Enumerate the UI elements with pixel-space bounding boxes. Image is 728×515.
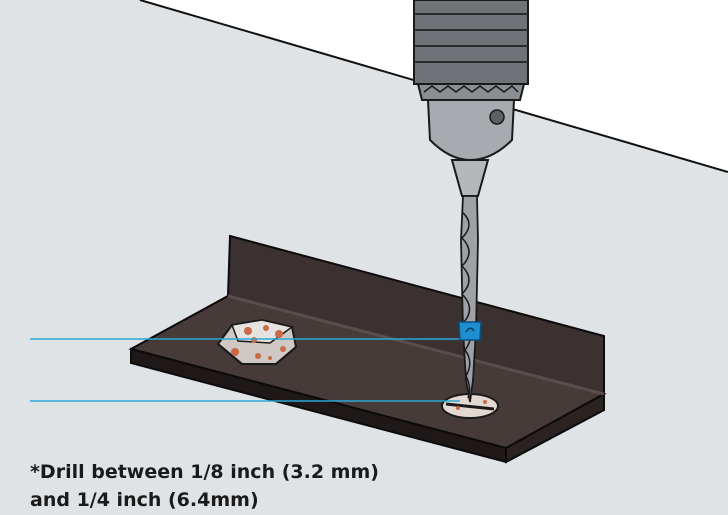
drill-bit-icon (458, 195, 482, 403)
caption-line-2: and 1/4 inch (6.4mm) (30, 489, 259, 511)
drill-size-caption: *Drill between 1/8 inch (3.2 mm) and 1/4… (30, 458, 590, 514)
rusted-hex-bolt-icon (216, 318, 298, 365)
power-drill-icon (413, 0, 529, 197)
caption-line-1: *Drill between 1/8 inch (3.2 mm) (30, 461, 379, 483)
